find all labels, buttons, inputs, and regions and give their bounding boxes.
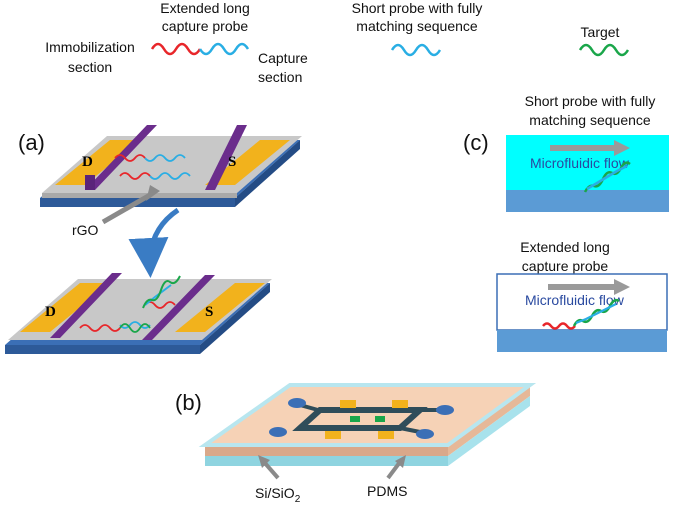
substrate-top-box (506, 190, 669, 212)
rgo-label: rGO (72, 222, 99, 238)
outlet-port (416, 429, 434, 439)
si-pointer-arrow (262, 460, 280, 480)
panel-a-label: (a) (18, 130, 45, 155)
panel-c-bottom-title-line1: Extended long (520, 239, 610, 255)
legend-target: Target (581, 24, 620, 40)
pdms-label: PDMS (367, 483, 407, 499)
si-sio2-layer (205, 456, 448, 466)
panel-b: (b) Si/SiO2 PDMS (175, 383, 537, 505)
source-label-top: S (228, 154, 236, 170)
legend-short-probe-line1: Short probe with fully (352, 0, 483, 16)
panel-b-label: (b) (175, 390, 202, 415)
drain-wall-bottom (50, 273, 122, 338)
pdms-pointer-arrow (386, 460, 402, 480)
legend-capture-line2: section (258, 69, 302, 85)
panel-a: (a) D S rGO (5, 125, 302, 354)
capture-strand-icon (198, 42, 250, 56)
target-strand-icon (578, 43, 630, 57)
flow-label-top: Microfluidic flow (530, 155, 630, 171)
legend-immobilization-line2: section (68, 59, 112, 75)
source-wall-top (205, 125, 247, 190)
pdms-layer (205, 385, 530, 445)
legend-extended-probe-line2: capture probe (162, 18, 249, 34)
drain-electrode-gold (55, 140, 140, 185)
legend-capture-line1: Capture (258, 50, 308, 66)
drain-label-top: D (82, 154, 93, 170)
legend-short-probe-line2: matching sequence (356, 18, 478, 34)
legend: Extended long capture probe Immobilizati… (45, 0, 630, 85)
drain-electrode-gold-bottom (20, 283, 110, 332)
panel-c: (c) Short probe with fully matching sequ… (463, 93, 669, 352)
transition-arrow (128, 207, 180, 278)
flow-label-bottom: Microfluidic flow (525, 292, 625, 308)
rgo-pointer-arrow (101, 192, 152, 225)
panel-c-label: (c) (463, 130, 489, 155)
immobilization-strand-icon (150, 42, 202, 56)
port-2 (269, 427, 287, 437)
panel-c-top-title-line1: Short probe with fully (525, 93, 656, 109)
si-sio2-label: Si/SiO2 (255, 485, 301, 505)
short-probe-strand-icon (390, 43, 442, 57)
port-4 (436, 405, 454, 415)
source-electrode-gold-bottom (175, 283, 265, 332)
substrate-bottom-box (497, 330, 667, 352)
device-bottom: D S (5, 273, 272, 354)
drain-wall-top (85, 125, 157, 190)
source-wall-bottom (142, 275, 215, 340)
panel-c-bottom-title-line2: capture probe (522, 258, 609, 274)
device-top: D S (40, 125, 302, 207)
source-electrode-gold (205, 140, 290, 185)
flow-channel-top (506, 135, 669, 190)
panel-c-top-title-line2: matching sequence (529, 112, 651, 128)
legend-extended-probe-line1: Extended long (160, 0, 250, 16)
legend-immobilization-line1: Immobilization (45, 39, 134, 55)
inlet-port (288, 398, 306, 408)
source-label-bottom: S (205, 304, 213, 320)
drain-label-bottom: D (45, 304, 56, 320)
